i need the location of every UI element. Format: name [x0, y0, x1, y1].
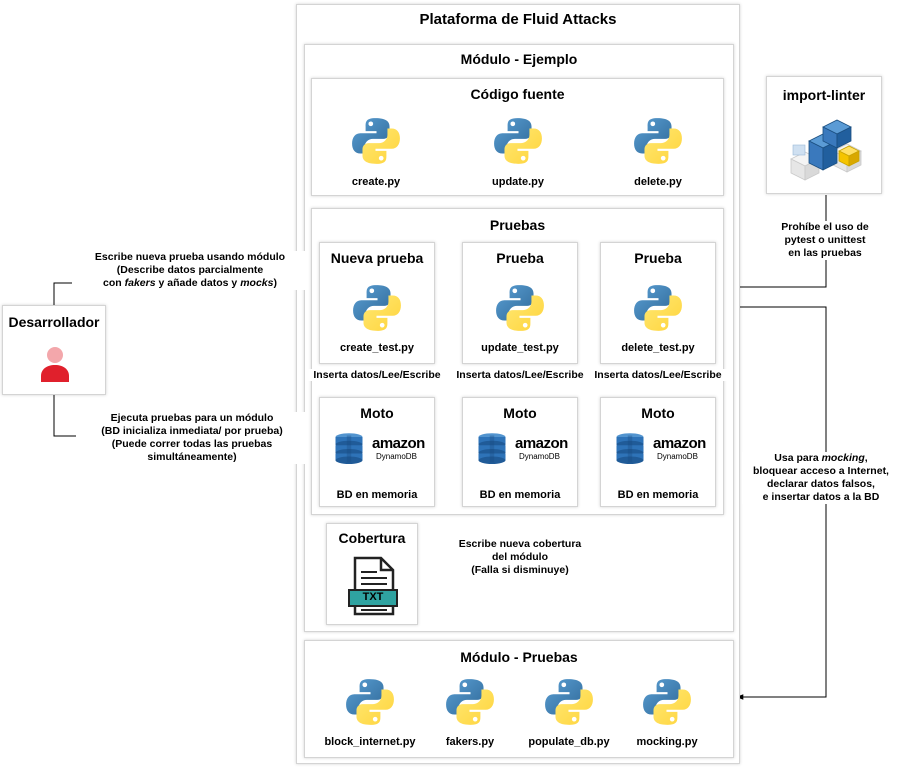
- moto-db-card: Moto amazon DynamoDB BD en memoria: [600, 397, 716, 507]
- module-tests-file: populate_db.py: [528, 736, 610, 748]
- coverage-title: Cobertura: [338, 530, 406, 546]
- coverage-note: Escribe nueva cobertura del módulo (Fall…: [440, 538, 600, 577]
- dynamodb-icon: [334, 432, 364, 466]
- source-file: update.py: [492, 176, 544, 188]
- python-icon: [632, 115, 684, 167]
- moto-title: Moto: [360, 405, 394, 421]
- module-tests-title: Módulo - Pruebas: [460, 649, 578, 665]
- moto-title: Moto: [503, 405, 537, 421]
- module-tests-file: mocking.py: [636, 736, 698, 748]
- module-example-title: Módulo - Ejemplo: [460, 51, 578, 67]
- python-icon: [351, 282, 403, 334]
- test-card-heading: Nueva prueba: [330, 250, 424, 266]
- python-icon: [350, 115, 402, 167]
- test-file: update_test.py: [481, 342, 559, 354]
- developer-label: Desarrollador: [8, 314, 100, 330]
- module-tests-file: fakers.py: [445, 736, 495, 748]
- python-icon: [492, 115, 544, 167]
- python-icon: [494, 282, 546, 334]
- test-file: create_test.py: [340, 342, 414, 354]
- test-card-heading: Prueba: [496, 250, 544, 266]
- test-file: delete_test.py: [621, 342, 695, 354]
- import-linter-title: import-linter: [782, 87, 866, 103]
- dynamodb-label: DynamoDB: [376, 452, 417, 461]
- moto-db-card: Moto amazon DynamoDB BD en memoria: [319, 397, 435, 507]
- db-caption: BD en memoria: [336, 489, 418, 501]
- coverage-box: Cobertura TXT: [326, 523, 418, 625]
- platform-title: Plataforma de Fluid Attacks: [419, 11, 617, 28]
- moto-title: Moto: [641, 405, 675, 421]
- dynamodb-icon: [477, 432, 507, 466]
- amazon-logo: amazon: [372, 435, 425, 452]
- import-linter-box: import-linter: [766, 76, 882, 194]
- db-caption: BD en memoria: [617, 489, 699, 501]
- linter-note: Prohíbe el uso de pytest o unittest en l…: [760, 221, 890, 260]
- python-icon: [344, 676, 396, 728]
- dynamodb-label: DynamoDB: [657, 452, 698, 461]
- dynamodb-icon: [615, 432, 645, 466]
- python-icon: [543, 676, 595, 728]
- txt-file-icon: [348, 556, 398, 616]
- amazon-logo: amazon: [515, 435, 568, 452]
- insert-note: Inserta datos/Lee/Escribe: [306, 369, 448, 381]
- python-icon: [632, 282, 684, 334]
- dynamodb-label: DynamoDB: [519, 452, 560, 461]
- test-card-heading: Prueba: [634, 250, 682, 266]
- moto-db-card: Moto amazon DynamoDB BD en memoria: [462, 397, 578, 507]
- module-tests-file: block_internet.py: [324, 736, 416, 748]
- cube-stack-icon: [790, 119, 862, 181]
- source-code-title: Código fuente: [470, 86, 565, 102]
- insert-note: Inserta datos/Lee/Escribe: [587, 369, 729, 381]
- developer-box: Desarrollador: [2, 305, 106, 395]
- mocking-note: Usa para mocking, bloquear acceso a Inte…: [742, 452, 900, 504]
- source-file: create.py: [351, 176, 401, 188]
- python-icon: [641, 676, 693, 728]
- txt-label: TXT: [362, 591, 384, 603]
- amazon-logo: amazon: [653, 435, 706, 452]
- write-test-note: Escribe nueva prueba usando módulo (Desc…: [72, 251, 308, 290]
- insert-note: Inserta datos/Lee/Escribe: [449, 369, 591, 381]
- db-caption: BD en memoria: [479, 489, 561, 501]
- tests-title: Pruebas: [489, 217, 546, 233]
- person-icon: [41, 347, 69, 382]
- python-icon: [444, 676, 496, 728]
- run-tests-note: Ejecuta pruebas para un módulo (BD inici…: [76, 412, 308, 464]
- source-file: delete.py: [634, 176, 682, 188]
